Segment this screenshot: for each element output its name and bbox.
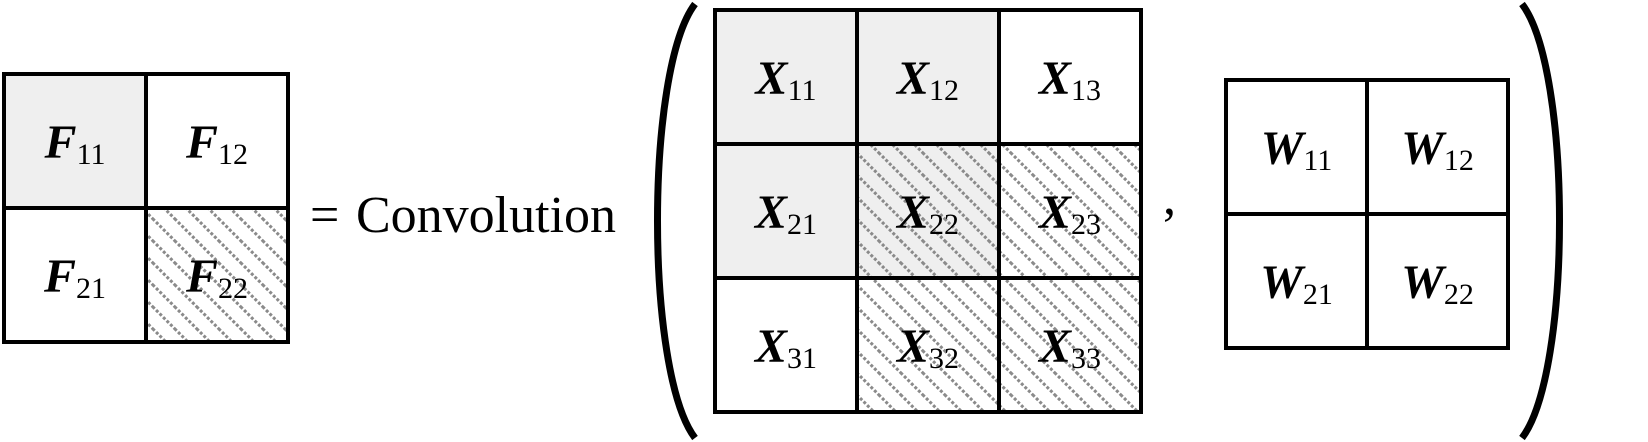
- argument-separator: ,: [1163, 169, 1176, 226]
- matrix-w-cell-22: W22: [1401, 256, 1474, 311]
- matrix-f-cell-11: F11: [4, 74, 146, 208]
- matrix-x-cell-11: X11: [715, 10, 857, 144]
- right-parenthesis: [1519, 1, 1563, 441]
- matrix-w-label-11: W11: [1261, 122, 1333, 177]
- matrix-w-label-22: W22: [1401, 256, 1474, 311]
- matrix-x-cell-31: X31: [753, 320, 817, 375]
- matrix-f-cell-12: F12: [185, 116, 248, 171]
- matrix-x-cell-21: X21: [715, 144, 857, 278]
- matrix-w-cell-12: W12: [1401, 122, 1474, 177]
- matrix-w-cell-11: W11: [1261, 122, 1333, 177]
- matrix-x-cell-22: X22: [857, 144, 999, 278]
- left-parenthesis: [654, 1, 698, 441]
- matrix-w-label-21: W21: [1260, 256, 1333, 311]
- matrix-x-cell-13: X13: [1037, 52, 1101, 107]
- matrix-f-cell-21: F21: [43, 250, 106, 305]
- matrix-x-cell-23: X23: [999, 144, 1141, 278]
- convolution-label: Convolution: [356, 187, 616, 244]
- matrix-f-label-22: F22: [185, 250, 248, 305]
- matrix-x-cell-32: X32: [857, 278, 999, 412]
- matrix-x-label-13: X13: [1037, 52, 1101, 107]
- matrix-x-border: [713, 8, 1143, 414]
- matrix-x-cell-12: X12: [857, 10, 999, 144]
- matrix-f-label-21: F21: [43, 250, 106, 305]
- matrix-x-cell-33: X33: [999, 278, 1141, 412]
- equals-sign: =: [310, 187, 339, 244]
- matrix-w-label-12: W12: [1401, 122, 1474, 177]
- matrix-w-cell-21: W21: [1260, 256, 1333, 311]
- matrix-x-label-31: X31: [753, 320, 817, 375]
- matrix-f-cell-22: F22: [146, 208, 288, 342]
- matrix-f-label-12: F12: [185, 116, 248, 171]
